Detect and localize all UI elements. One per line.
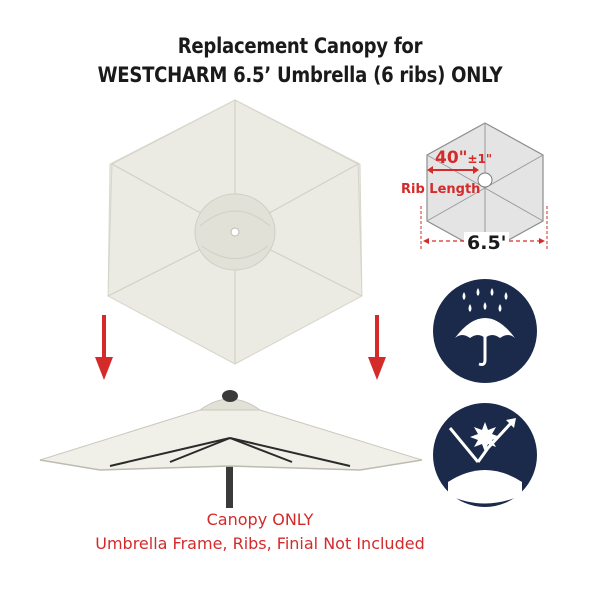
rib-length-value: 40"±1" <box>435 148 492 168</box>
umbrella-side-view <box>39 390 423 508</box>
rib-tolerance-text: ±1" <box>467 152 493 166</box>
rib-length-label: Rib Length <box>401 182 481 197</box>
page-title-line-1: Replacement Canopy for <box>177 34 423 58</box>
caption-not-included: Umbrella Frame, Ribs, Finial Not Include… <box>95 534 425 553</box>
down-arrow-left-icon <box>95 315 113 380</box>
canopy-top-panels <box>107 99 363 365</box>
rib-value-text: 40" <box>435 148 468 168</box>
page-title-line-2: WESTCHARM 6.5’ Umbrella (6 ribs) ONLY <box>97 63 503 87</box>
down-arrow-right-icon <box>368 315 386 380</box>
rain-umbrella-icon <box>433 279 537 383</box>
diameter-label: 6.5' <box>464 232 510 254</box>
uv-protection-icon <box>433 403 537 507</box>
caption-canopy-only: Canopy ONLY <box>206 510 314 529</box>
dimension-diagram <box>420 122 548 254</box>
